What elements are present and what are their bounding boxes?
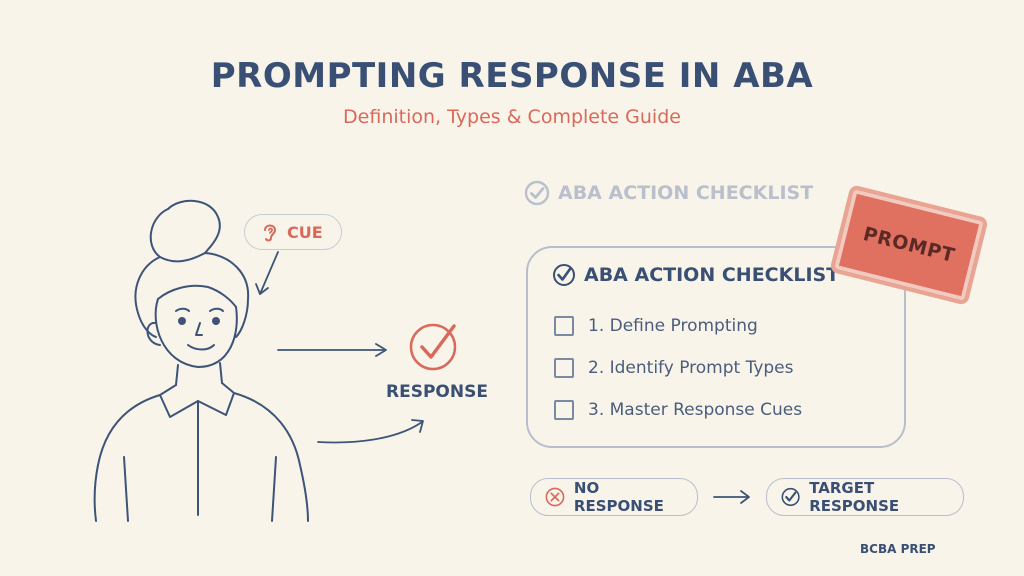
x-circle-icon bbox=[545, 487, 565, 507]
checklist-item[interactable]: 2. Identify Prompt Types bbox=[554, 358, 794, 378]
no-response-pill: NO RESPONSE bbox=[530, 478, 698, 516]
checklist-heading: ABA ACTION CHECKLIST bbox=[552, 263, 839, 287]
page-title: PROMPTING RESPONSE IN ABA bbox=[210, 56, 814, 96]
checklist-heading-text: ABA ACTION CHECKLIST bbox=[584, 264, 840, 286]
check-circle-icon bbox=[553, 264, 575, 286]
target-response-pill: TARGET RESPONSE bbox=[766, 478, 964, 516]
checklist-item-label: 2. Identify Prompt Types bbox=[588, 358, 794, 378]
no-response-label: NO RESPONSE bbox=[573, 479, 664, 515]
response-arrow bbox=[277, 343, 387, 357]
checkbox-icon[interactable] bbox=[554, 358, 574, 378]
checklist-item[interactable]: 3. Master Response Cues bbox=[554, 400, 802, 420]
checkbox-icon[interactable] bbox=[554, 400, 574, 420]
stamp-label: PROMPT bbox=[860, 223, 958, 267]
ghost-heading: ABA ACTION CHECKLIST bbox=[524, 180, 813, 206]
ear-icon bbox=[264, 224, 277, 242]
checklist-item[interactable]: 1. Define Prompting bbox=[554, 316, 758, 336]
checklist-item-label: 3. Master Response Cues bbox=[588, 400, 803, 420]
check-circle-icon bbox=[409, 323, 457, 371]
footer-brand: BCBA PREP bbox=[860, 542, 936, 556]
page-subtitle: Definition, Types & Complete Guide bbox=[343, 106, 681, 128]
ghost-heading-text: ABA ACTION CHECKLIST bbox=[558, 182, 814, 204]
arrow-icon bbox=[713, 490, 750, 504]
checklist-card bbox=[526, 246, 906, 448]
checklist-item-label: 1. Define Prompting bbox=[588, 316, 758, 336]
person-illustration bbox=[93, 199, 309, 522]
checkbox-icon[interactable] bbox=[554, 316, 574, 336]
curved-arrow bbox=[317, 419, 424, 444]
cue-arrow bbox=[255, 251, 279, 295]
response-label: RESPONSE bbox=[386, 382, 488, 402]
check-circle-icon bbox=[524, 180, 550, 206]
check-circle-icon bbox=[781, 487, 800, 507]
cue-label: CUE bbox=[287, 222, 323, 242]
target-response-label: TARGET RESPONSE bbox=[809, 479, 900, 515]
cue-bubble: CUE bbox=[244, 214, 342, 250]
